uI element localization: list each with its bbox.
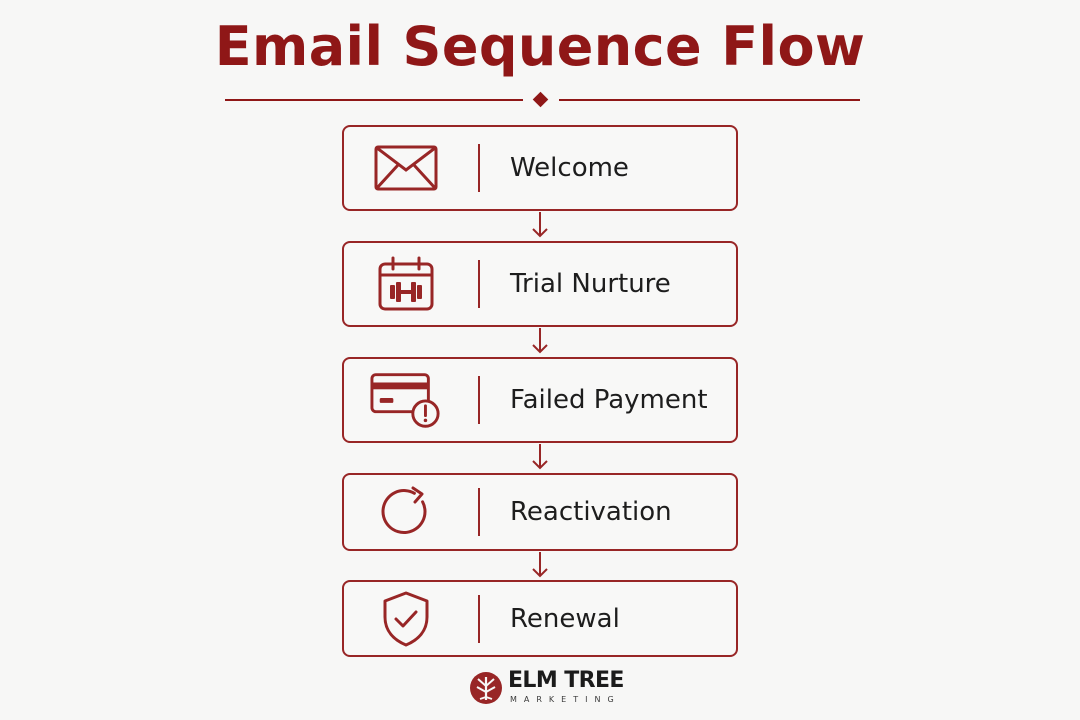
elm-tree-logo-icon: [470, 672, 502, 704]
step-label: Welcome: [510, 153, 629, 183]
divider-diamond-icon: [532, 91, 549, 108]
step-welcome: Welcome: [342, 125, 738, 211]
arrow-down-icon: [532, 552, 548, 578]
step-divider: [478, 488, 480, 536]
step-reactivation: Reactivation: [342, 473, 738, 551]
step-divider: [478, 144, 480, 192]
step-failed-payment: Failed Payment: [342, 357, 738, 443]
envelope-icon: [370, 140, 442, 196]
step-divider: [478, 376, 480, 424]
brand-name: ELM TREE: [508, 668, 624, 693]
step-label: Failed Payment: [510, 385, 708, 415]
title-divider-left: [225, 99, 523, 101]
title-divider-right: [559, 99, 860, 101]
shield-check-icon: [370, 591, 442, 647]
credit-card-alert-icon: [370, 372, 442, 428]
step-label: Trial Nurture: [510, 269, 671, 299]
refresh-icon: [370, 484, 442, 540]
step-label: Reactivation: [510, 497, 672, 527]
page-title: Email Sequence Flow: [214, 15, 866, 78]
step-divider: [478, 594, 480, 643]
arrow-down-icon: [532, 444, 548, 470]
calendar-dumbbell-icon: [370, 256, 442, 312]
step-trial-nurture: Trial Nurture: [342, 241, 738, 327]
arrow-down-icon: [532, 212, 548, 238]
step-label: Renewal: [510, 603, 620, 634]
step-divider: [478, 260, 480, 308]
step-renewal: Renewal: [342, 580, 738, 657]
brand-tagline: MARKETING: [510, 695, 621, 704]
arrow-down-icon: [532, 328, 548, 354]
